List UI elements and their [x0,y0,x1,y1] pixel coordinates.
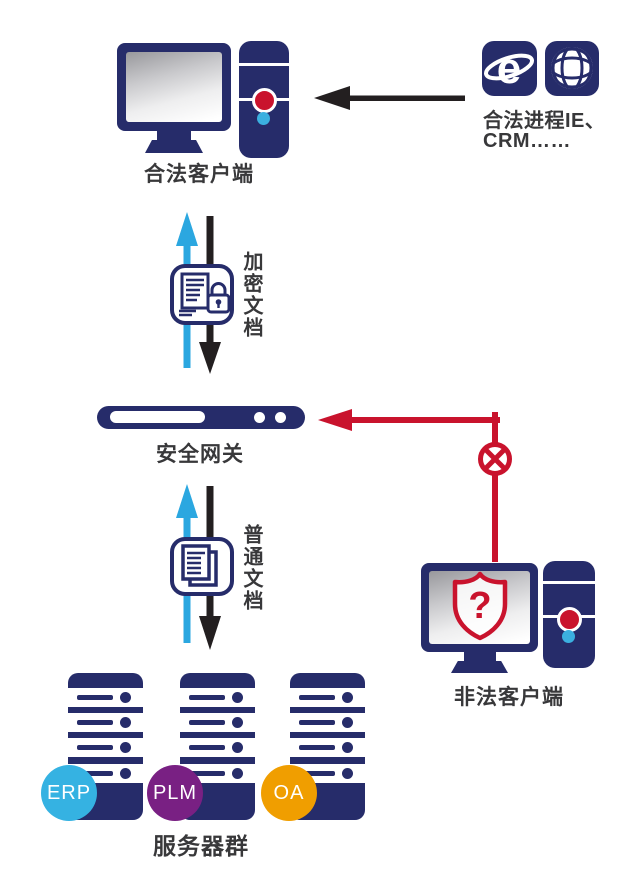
power-led-cyan [562,630,575,643]
svg-text:?: ? [468,585,491,627]
badge-plm: PLM [147,765,203,821]
process-to-client-arrow [314,86,465,110]
globe-glyph [551,47,593,89]
power-led-red [252,88,277,113]
server-slot-dot [232,742,243,753]
badge-erp-label: ERP [46,781,92,804]
server-slot-line [77,771,113,776]
illegal-client-tower [543,561,595,668]
server-slot-line [77,695,113,700]
power-led-red [557,607,582,632]
gateway-dot [254,412,265,423]
server-slot-line [299,720,335,725]
server-slot-dot [120,717,131,728]
svg-text:e: e [497,44,521,93]
server-slot-dot [342,717,353,728]
tower-divider [543,581,595,584]
server-cluster-label: 服务器群 [153,833,249,859]
plain-document-icon [170,537,234,596]
block-cross-icon [478,442,512,476]
server-slot-dot [120,692,131,703]
server-slot-line [189,720,225,725]
blocked-line-vertical [492,412,498,562]
gateway-dot [275,412,286,423]
ie-e-glyph: e [484,44,534,93]
encrypted-doc-label: 加密文档 [240,251,262,339]
globe-network-icon [545,41,599,96]
ie-browser-icon: e [482,41,537,96]
legit-process-label-line2: CRM…… [483,130,572,152]
unknown-shield-icon: ? [452,571,508,641]
legit-client-monitor-stand-base [145,140,203,153]
server-slot-dot [342,768,353,779]
server-slot-line [299,745,335,750]
gateway-slot [110,411,205,423]
server-slot-dot [232,768,243,779]
illegal-client-monitor-stand-neck [464,652,496,662]
legit-client-label: 合法客户端 [144,163,254,186]
badge-erp: ERP [41,765,97,821]
badge-oa: OA [261,765,317,821]
server-slot-line [189,695,225,700]
server-slot-dot [232,692,243,703]
server-slot-dot [342,742,353,753]
server-slot-line [189,745,225,750]
legit-process-label-line1: 合法进程IE、 [483,110,606,132]
server-slot-dot [120,768,131,779]
server-slot-line [299,771,335,776]
legit-client-monitor [117,43,231,131]
server-slot-dot [120,742,131,753]
gateway-label: 安全网关 [156,443,244,466]
server-slot-dot [232,717,243,728]
illegal-client-monitor-stand-base [451,661,508,673]
encrypted-document-icon [170,264,234,325]
server-slot-line [189,771,225,776]
server-slot-line [299,695,335,700]
legit-client-monitor-stand-neck [157,130,191,142]
server-slot-line [77,745,113,750]
plain-doc-label: 普通文档 [240,524,262,612]
tower-divider [239,63,289,66]
badge-plm-label: PLM [152,781,198,804]
legit-client-tower [239,41,289,158]
server-slot-dot [342,692,353,703]
badge-oa-label: OA [273,781,305,804]
power-led-cyan [257,112,270,125]
security-gateway-device [97,406,305,429]
blocked-arrow-red [318,409,500,431]
illegal-client-label: 非法客户端 [454,686,564,709]
server-slot-line [77,720,113,725]
legit-client-screen [126,52,222,122]
